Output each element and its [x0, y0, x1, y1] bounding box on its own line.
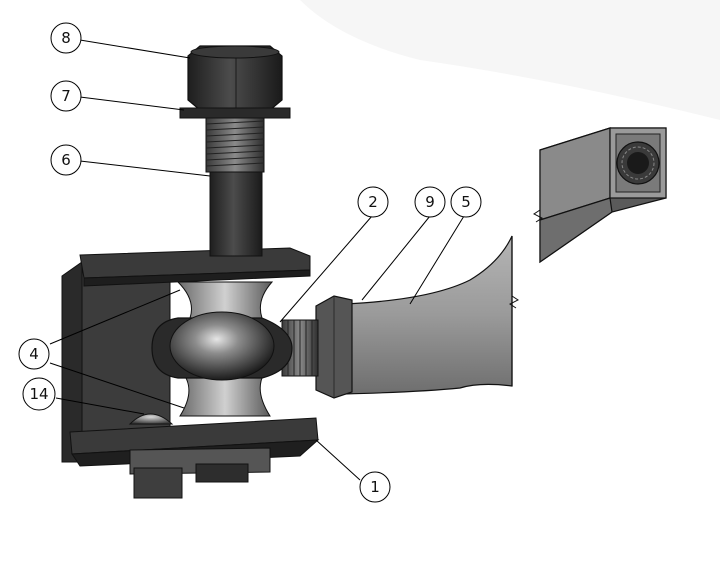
callout-6: 6 — [50, 144, 82, 176]
callout-14: 14 — [22, 377, 56, 411]
callout-5-label: 5 — [461, 193, 471, 211]
callout-7-label: 7 — [61, 87, 71, 105]
callout-9: 9 — [414, 186, 446, 218]
leader-lines — [49, 39, 465, 481]
callout-9-label: 9 — [425, 193, 435, 211]
callout-14-label: 14 — [29, 385, 48, 403]
leader-1 — [315, 439, 361, 481]
leader-5 — [409, 215, 465, 305]
callout-6-label: 6 — [61, 151, 71, 169]
washer — [179, 107, 291, 119]
rod-end-ball — [151, 311, 293, 381]
leader-4b — [49, 362, 185, 409]
leader-8 — [79, 39, 191, 59]
leader-14 — [55, 397, 145, 415]
callout-2: 2 — [357, 186, 389, 218]
bolt-shank — [209, 171, 263, 257]
background-surface — [300, 0, 720, 120]
jam-nut — [315, 295, 353, 399]
bolt-head — [187, 45, 283, 111]
callout-8: 8 — [50, 22, 82, 54]
callout-2-label: 2 — [368, 193, 378, 211]
dome-nut — [128, 413, 174, 425]
square-tube-section — [533, 127, 667, 264]
lower-spacer — [179, 377, 271, 417]
callout-1: 1 — [359, 471, 391, 503]
callout-4-label: 4 — [29, 345, 39, 363]
callout-7: 7 — [50, 80, 82, 112]
leader-2 — [279, 215, 373, 323]
bottom-nut — [129, 447, 271, 499]
callout-5: 5 — [450, 186, 482, 218]
leader-9 — [361, 215, 431, 301]
callout-1-label: 1 — [370, 478, 380, 496]
leader-6 — [79, 160, 211, 177]
callout-8-label: 8 — [61, 29, 71, 47]
rod-end-arm — [343, 235, 519, 395]
leader-7 — [79, 96, 185, 111]
callout-4: 4 — [18, 338, 50, 370]
bolt-thread — [205, 117, 265, 173]
leader-4a — [49, 289, 181, 345]
